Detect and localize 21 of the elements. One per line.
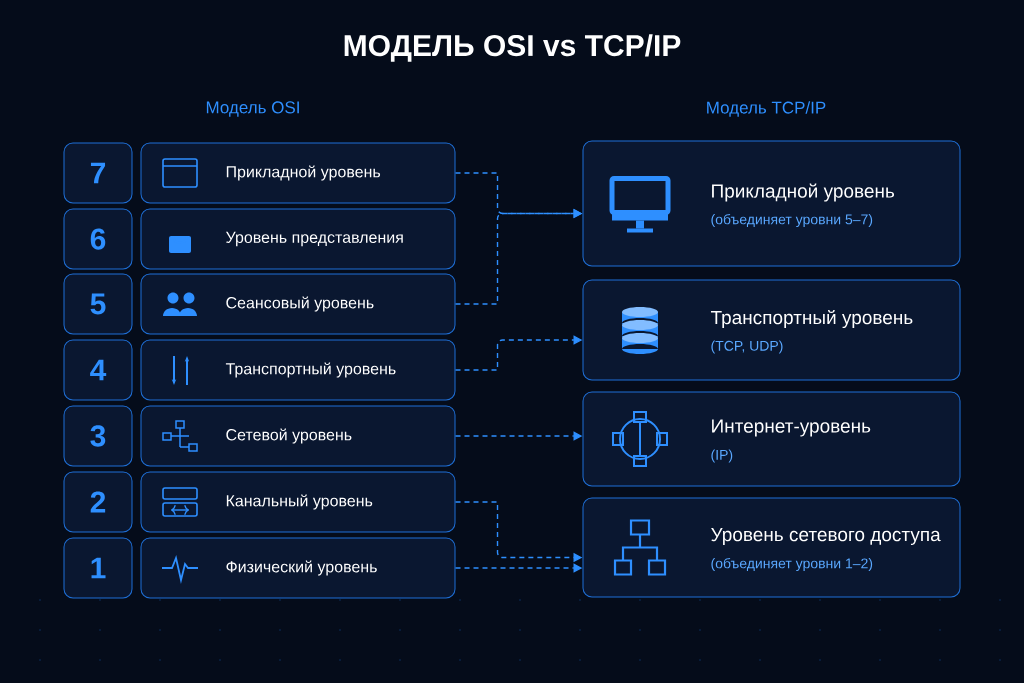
layer-box: Транспортный уровень (140, 339, 456, 401)
number-box: 1 (63, 537, 133, 599)
layer-box: Уровень представления (140, 208, 456, 270)
layer-box: Прикладной уровень (объединяет уровни 5–7) (582, 140, 961, 267)
layer-box: Интернет-уровень (IP) (582, 391, 961, 487)
number-box: 2 (63, 471, 133, 533)
title: МОДЕЛЬ OSI vs TCP/IP (344, 34, 681, 62)
layer-box: Канальный уровень (140, 471, 456, 533)
layer-box: Сетевой уровень (140, 405, 456, 467)
number-box: 5 (63, 273, 133, 335)
number-box: 6 (63, 208, 133, 270)
column-heading: Модель TCP/IP (707, 101, 826, 117)
layer-box: Уровень сетевого доступа (объединяет уровни 1–2) (582, 497, 961, 598)
layer-box: Физический уровень (140, 537, 456, 599)
number-box: 4 (63, 339, 133, 401)
layer-box: Транспортный уровень (TCP, UDP) (582, 279, 961, 381)
column-heading: Модель OSI (206, 101, 299, 117)
number-box: 7 (63, 142, 133, 204)
layer-box: Прикладной уровень (140, 142, 456, 204)
layer-box: Сеансовый уровень (140, 273, 456, 335)
number-box: 3 (63, 405, 133, 467)
